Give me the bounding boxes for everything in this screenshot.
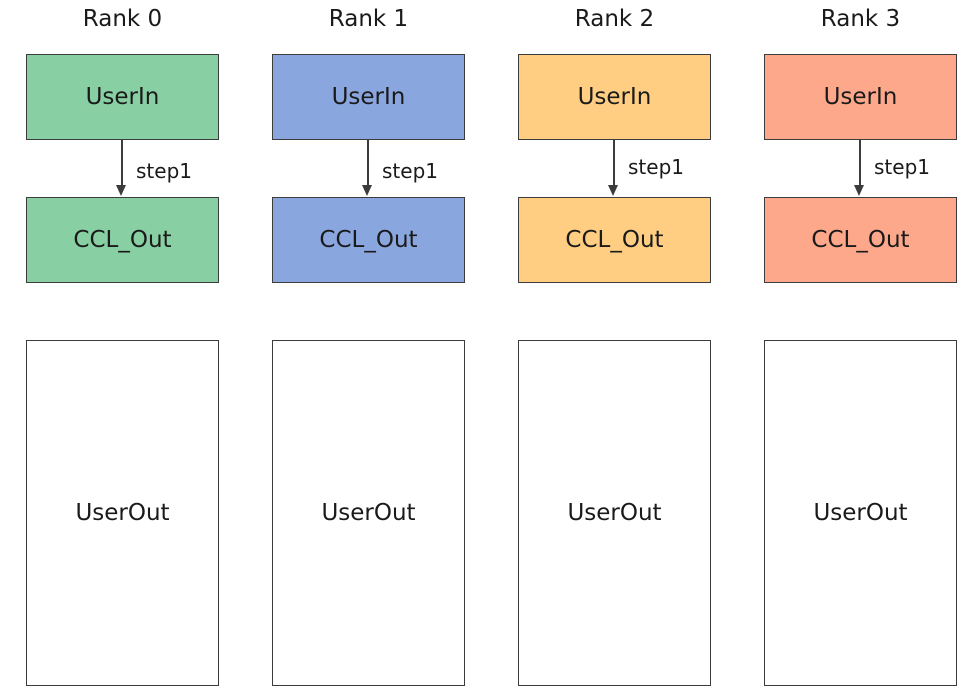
step-arrow — [608, 139, 618, 196]
rank-column-0: Rank 0 UserIn step1 CCL_Out UserOut — [26, 0, 219, 698]
arrow-head-icon — [116, 185, 126, 196]
step-arrow — [116, 139, 126, 196]
arrow-head-icon — [362, 185, 372, 196]
step-arrow — [362, 139, 372, 196]
rank-title: Rank 0 — [82, 6, 163, 32]
ccl-out-box: CCL_Out — [764, 197, 957, 283]
rank-title: Rank 2 — [574, 6, 655, 32]
userin-box: UserIn — [764, 54, 957, 140]
userout-box: UserOut — [26, 340, 219, 686]
arrow-head-icon — [854, 185, 864, 196]
rank-column-2: Rank 2 UserIn step1 CCL_Out UserOut — [518, 0, 711, 698]
userout-box: UserOut — [518, 340, 711, 686]
step-label: step1 — [136, 159, 192, 183]
ccl-out-box: CCL_Out — [26, 197, 219, 283]
rank-title: Rank 3 — [820, 6, 901, 32]
step-arrow — [854, 139, 864, 196]
ccl-out-box: CCL_Out — [272, 197, 465, 283]
userout-box: UserOut — [272, 340, 465, 686]
step-label: step1 — [628, 155, 684, 179]
arrow-head-icon — [608, 185, 618, 196]
userout-box: UserOut — [764, 340, 957, 686]
ccl-out-box: CCL_Out — [518, 197, 711, 283]
userin-box: UserIn — [272, 54, 465, 140]
userin-box: UserIn — [518, 54, 711, 140]
rank-column-3: Rank 3 UserIn step1 CCL_Out UserOut — [764, 0, 957, 698]
step-label: step1 — [874, 155, 930, 179]
rank-column-1: Rank 1 UserIn step1 CCL_Out UserOut — [272, 0, 465, 698]
rank-title: Rank 1 — [328, 6, 409, 32]
userin-box: UserIn — [26, 54, 219, 140]
step-label: step1 — [382, 159, 438, 183]
